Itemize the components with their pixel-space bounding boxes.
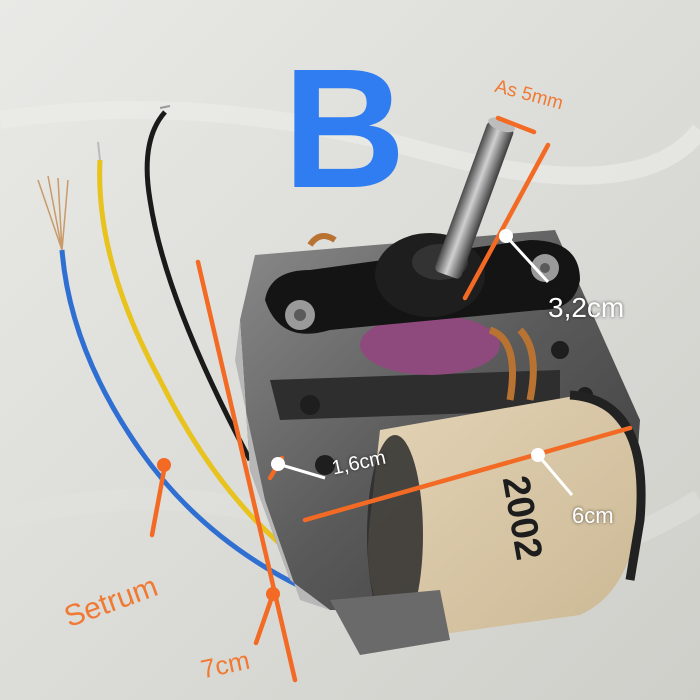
- letter-b: B: [283, 34, 406, 224]
- height-measure-line: [195, 259, 298, 683]
- coil-measure-line: [302, 425, 633, 523]
- measurements: [149, 115, 633, 683]
- coil: 2002: [367, 390, 646, 640]
- wires: [37, 105, 331, 603]
- measure-points: [157, 229, 574, 601]
- height-pointer-line: [253, 591, 276, 646]
- bracket-label: 3,2cm: [548, 292, 625, 323]
- coil-length-label: 6cm: [572, 503, 614, 528]
- shaft-measure-line: [495, 115, 537, 135]
- wire-pointer-line: [149, 462, 168, 538]
- bracket-measure-line: [462, 142, 551, 301]
- shaft: [435, 117, 515, 279]
- mounting-foot: [330, 590, 450, 655]
- rotor-winding: [360, 315, 500, 375]
